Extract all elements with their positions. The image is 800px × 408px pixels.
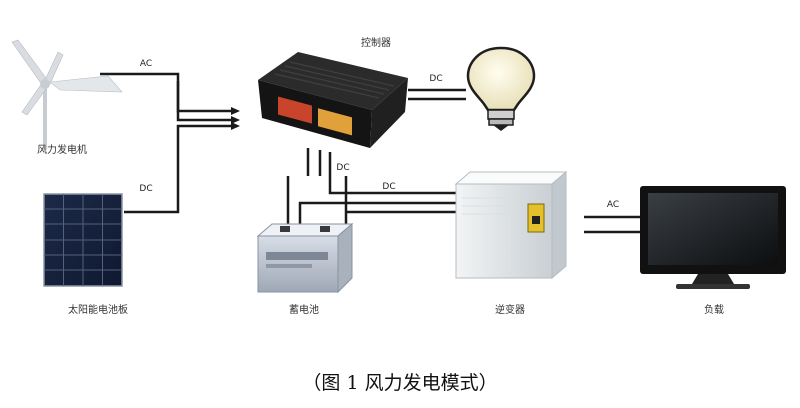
wind-turbine-icon: [11, 39, 123, 150]
figure-caption: （图 1 风力发电模式）: [302, 372, 498, 394]
solar-panel-label: 太阳能电池板: [68, 303, 128, 316]
controller-label: 控制器: [361, 36, 391, 49]
wire-arrowheads: [231, 107, 240, 130]
controller-lamp-wires: [408, 88, 466, 101]
flow-label-wind-ac: AC: [140, 59, 152, 69]
inverter-label: 逆变器: [495, 303, 525, 316]
flow-label-inverter-dc: DC: [382, 182, 395, 192]
inverter-load-wires: [584, 215, 640, 234]
light-bulb-icon: [466, 46, 536, 131]
solar-panel-icon: [43, 193, 123, 287]
battery-label: 蓄电池: [289, 303, 319, 316]
controller-icon: [258, 52, 408, 148]
flow-label-solar-dc: DC: [139, 184, 152, 194]
controller-battery-wires: [286, 148, 456, 232]
load-label: 负载: [704, 303, 724, 316]
inverter-icon: [454, 170, 568, 280]
flow-label-battery-dc: DC: [336, 163, 349, 173]
battery-icon: [256, 222, 354, 294]
tv-monitor-icon: [640, 186, 786, 289]
flow-label-load-ac: AC: [607, 200, 619, 210]
wind-solar-wires: [100, 72, 232, 214]
wind-turbine-label: 风力发电机: [37, 143, 87, 156]
flow-label-lamp-dc: DC: [429, 74, 442, 84]
